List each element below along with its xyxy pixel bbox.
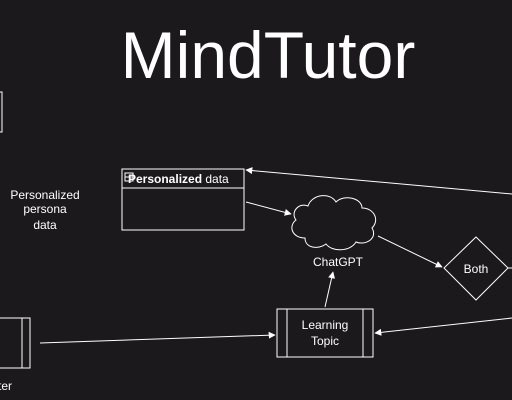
table-header: Personalized data (128, 172, 229, 186)
table-icon (124, 172, 134, 182)
cloud-shape (291, 195, 377, 251)
chatgpt-cloud-node[interactable] (291, 195, 377, 251)
persona-line-1: Personalized (10, 188, 79, 202)
edge-learning-topic-to-chatgpt (324, 271, 336, 308)
persona-line-2: persona (23, 202, 67, 216)
personalized-data-table-node[interactable]: Personalized data (121, 168, 245, 231)
left-partial-process-node[interactable] (0, 317, 31, 369)
edge-chatgpt-to-both (377, 235, 443, 268)
learning-topic-line-1: Learning (302, 318, 349, 332)
page-title: MindTutor (121, 18, 416, 92)
learning-topic-line-2: Topic (311, 334, 339, 348)
both-label: Both (464, 262, 489, 276)
left-partial-label: ter (0, 379, 12, 393)
both-decision-node[interactable]: Both (443, 236, 509, 301)
edge-right-to-personalized-data (245, 167, 512, 195)
personalized-persona-data-text: Personalized persona data (10, 188, 79, 232)
left-edge-bar (0, 91, 3, 133)
edge-right-to-learning-topic (374, 317, 512, 336)
table-header-bold: Personalized (128, 172, 202, 186)
edge-left-to-learning-topic (39, 331, 276, 344)
chatgpt-label: ChatGPT (313, 255, 364, 269)
learning-topic-node[interactable]: Learning Topic (276, 308, 374, 358)
table-header-rest: data (202, 172, 229, 186)
edge-personalized-data-to-chatgpt (245, 201, 292, 216)
persona-line-3: data (33, 218, 57, 232)
